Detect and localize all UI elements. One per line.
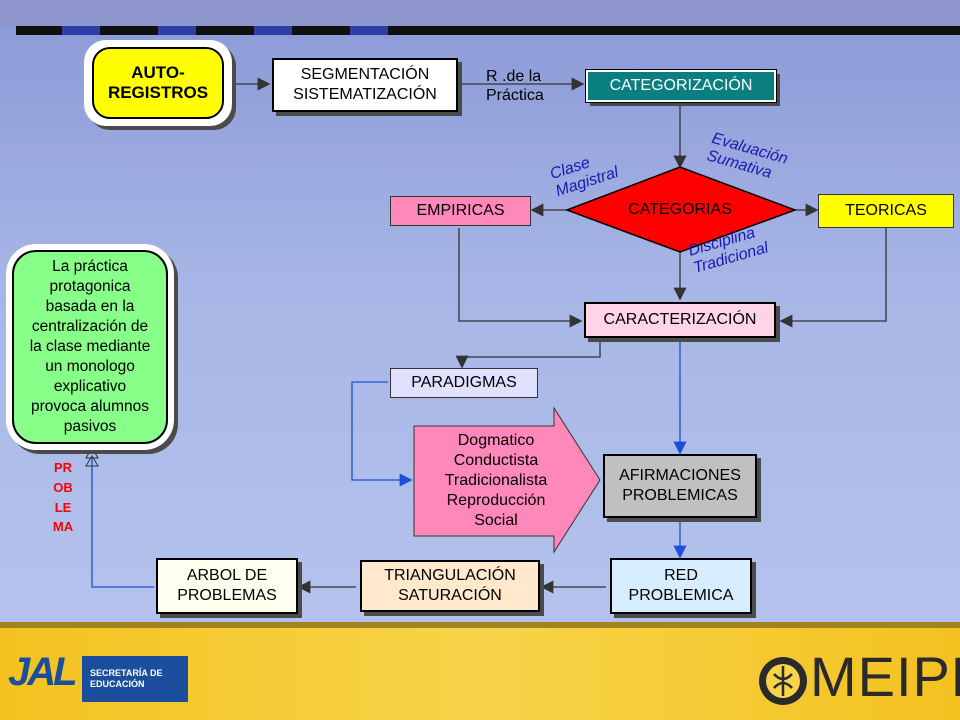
- secretaria-badge: SECRETARÍA DE EDUCACIÓN: [82, 656, 188, 702]
- meipe-emblem-icon: [759, 657, 807, 705]
- top-segment: [350, 26, 388, 35]
- top-bar: [0, 0, 960, 26]
- categorias-label: CATEGORIAS: [628, 201, 732, 218]
- top-segment: [62, 26, 100, 35]
- arrow-caract-to-paradigmas: [455, 340, 601, 369]
- arrow-teoricas-to-caract: [779, 228, 887, 328]
- top-segment-bar: [16, 26, 960, 35]
- caracterizacion-node: CARACTERIZACIÓN: [584, 302, 776, 338]
- triangulacion-node: TRIANGULACIÓN SATURACIÓN: [360, 560, 540, 612]
- teoricas-node: TEORICAS: [818, 194, 954, 228]
- meipe-logo: MEIPE: [810, 645, 960, 708]
- jal-logo: JAL: [8, 650, 78, 694]
- categorizacion-node: CATEGORIZACIÓN: [585, 69, 777, 103]
- empiricas-node: EMPIRICAS: [390, 196, 531, 226]
- afirmaciones-node: AFIRMACIONES PROBLEMICAS: [603, 454, 757, 518]
- paradigmas-node: PARADIGMAS: [390, 368, 538, 398]
- double-arrowhead: [85, 447, 99, 467]
- red-problemica-node: RED PROBLEMICA: [610, 558, 752, 614]
- autoregistros-node: AUTO- REGISTROS: [92, 47, 224, 119]
- top-segment: [158, 26, 196, 35]
- footer-divider: [0, 622, 960, 628]
- practica-label: R .de la Práctica: [486, 68, 544, 104]
- arrow-empiricas-to-caract: [458, 228, 583, 328]
- paradigm-list: Dogmatico Conductista Tradicionalista Re…: [444, 432, 548, 529]
- paradigm-big-arrow: [413, 406, 601, 554]
- segmentacion-node: SEGMENTACIÓN SISTEMATIZACIÓN: [272, 58, 458, 112]
- problema-statement: La práctica protagonica basada en la cen…: [12, 250, 168, 444]
- categorias-diamond: [564, 166, 798, 253]
- top-segment: [254, 26, 292, 35]
- problema-vertical-label: PROBLEMA: [52, 460, 74, 535]
- arbol-node: ARBOL DE PROBLEMAS: [156, 558, 298, 614]
- arrow-paradigmas-to-list: [351, 381, 413, 487]
- arrow-arbol-to-problema: [91, 458, 154, 588]
